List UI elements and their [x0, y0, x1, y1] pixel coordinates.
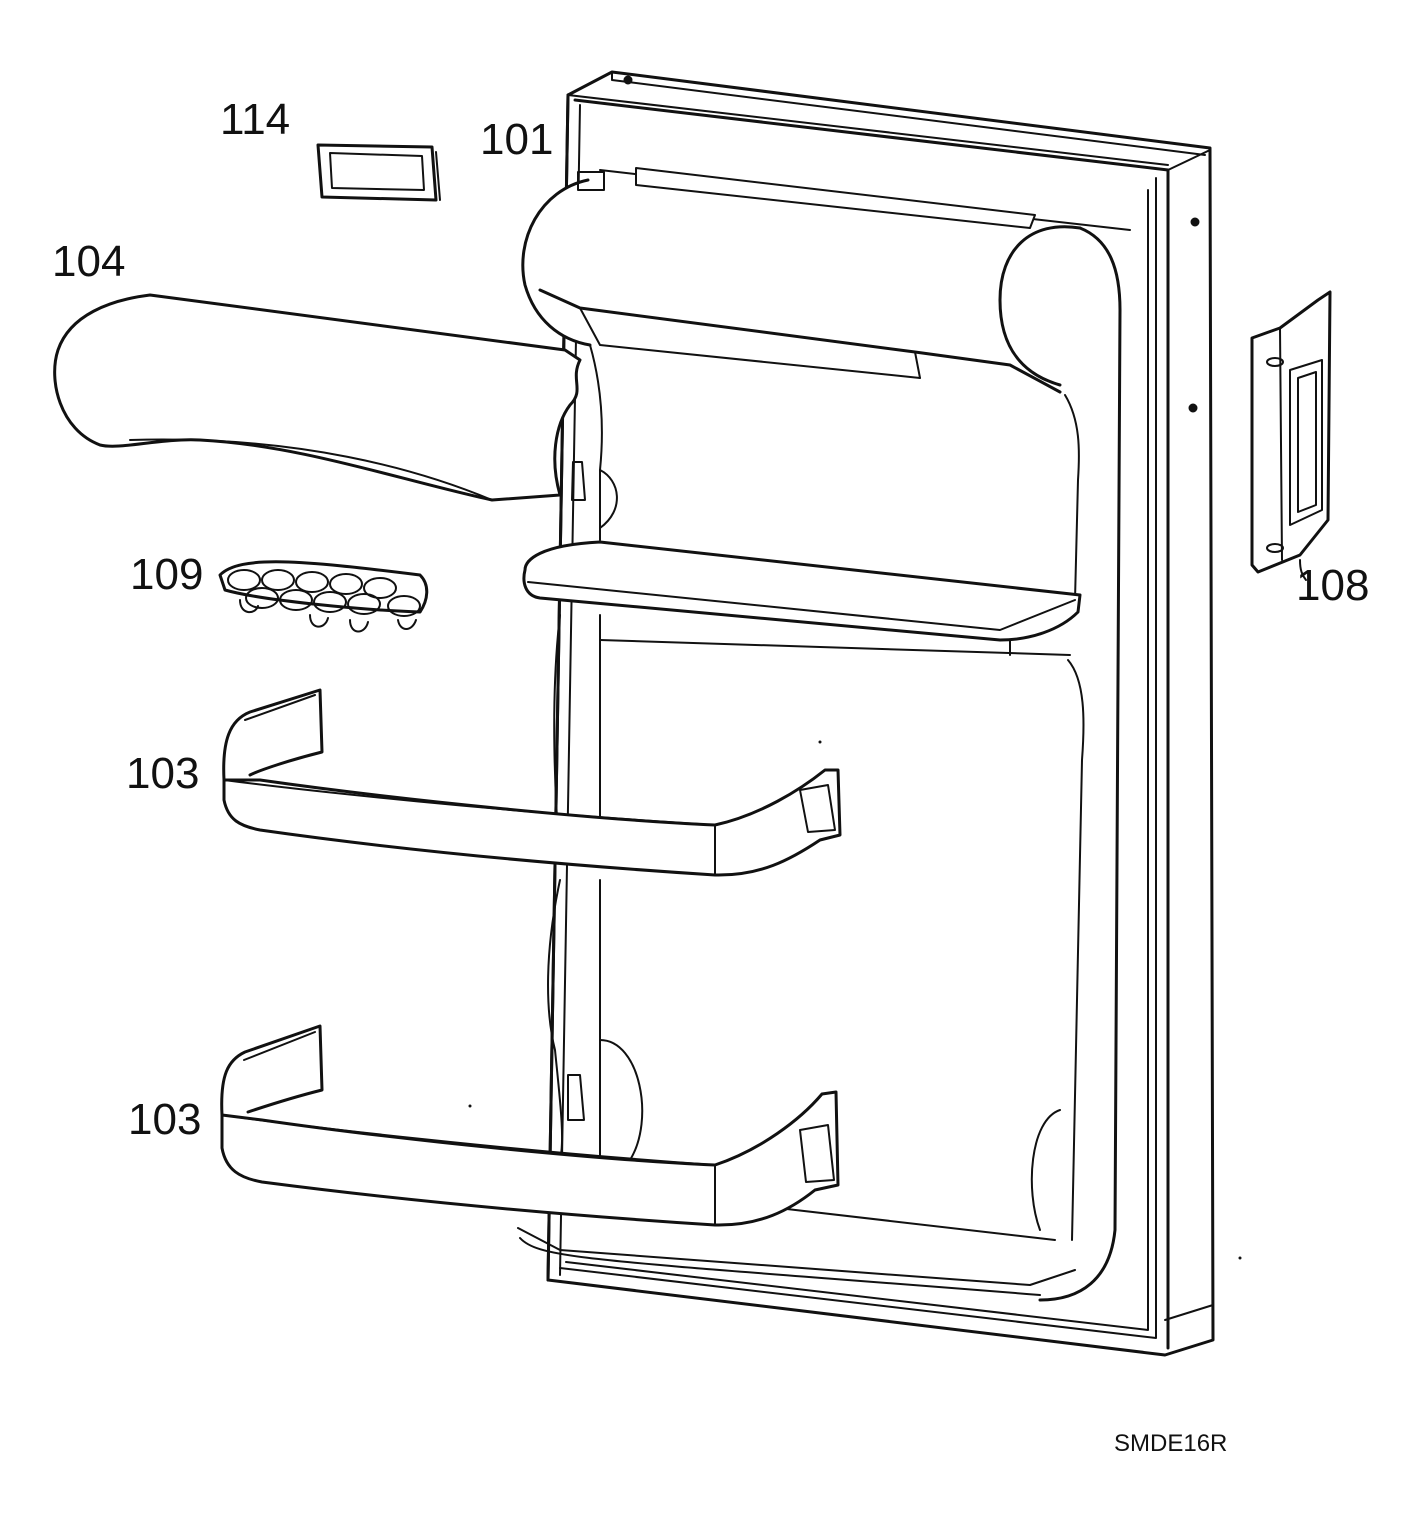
label-104: 104 [52, 237, 126, 286]
part-109-egg-tray [218, 560, 429, 633]
part-103-lower-bottle-shelf [220, 1024, 840, 1227]
drawing-code: SMDE16R [1114, 1430, 1228, 1457]
label-101: 101 [480, 115, 554, 164]
door-liner [517, 167, 1131, 1302]
label-103-upper: 103 [126, 749, 200, 798]
label-103-lower: 103 [128, 1095, 202, 1144]
part-104-cover [53, 293, 582, 502]
label-114: 114 [220, 95, 291, 144]
part-108-hinge-plate [1250, 290, 1332, 581]
part-103-upper-bottle-shelf [222, 688, 842, 877]
label-108: 108 [1296, 561, 1370, 610]
part-114-cap [316, 143, 441, 202]
label-109: 109 [130, 550, 204, 599]
door-frame [546, 70, 1215, 1357]
